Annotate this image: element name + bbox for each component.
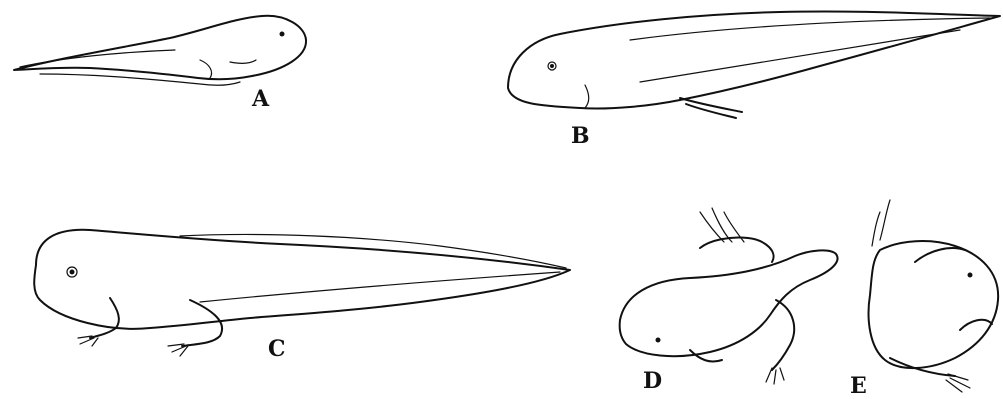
stage-label-a: A bbox=[252, 88, 269, 110]
froglet-stage-e bbox=[869, 200, 999, 392]
stage-label-d: D bbox=[643, 370, 662, 392]
stage-label-c: C bbox=[268, 338, 286, 360]
tadpole-stage-b bbox=[508, 11, 1000, 118]
tadpole-stage-a bbox=[14, 16, 306, 86]
tadpole-stage-c bbox=[34, 230, 570, 356]
stage-label-b: B bbox=[571, 125, 590, 147]
froglet-stage-d bbox=[620, 208, 838, 384]
stage-label-e: E bbox=[850, 375, 867, 397]
